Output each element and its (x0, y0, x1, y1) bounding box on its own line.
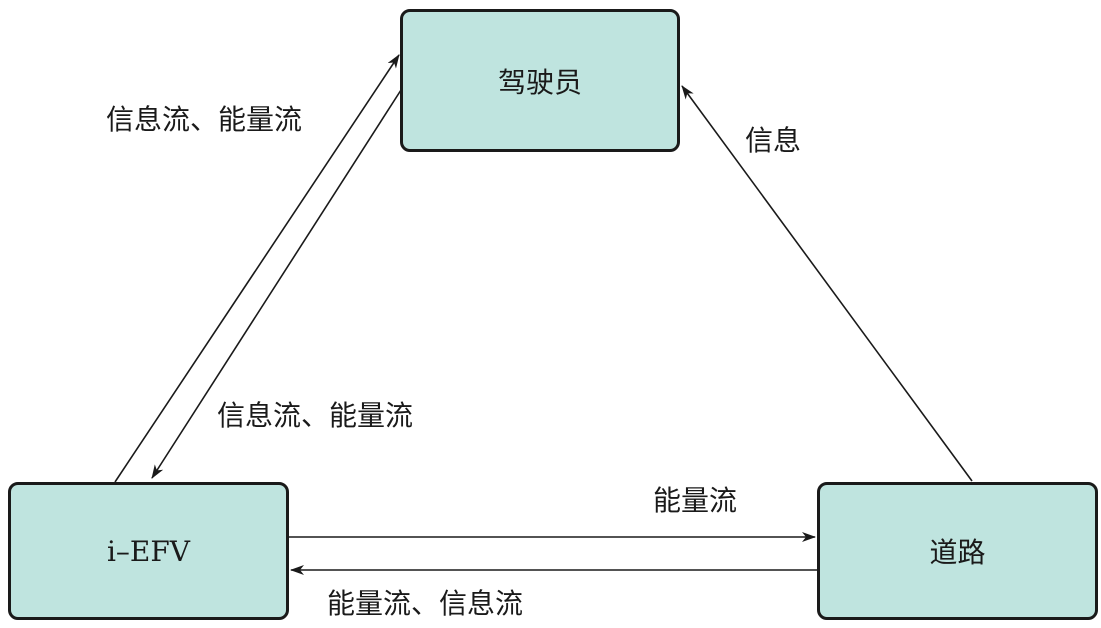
label-road-to-vehicle: 能量流、信息流 (327, 587, 524, 620)
label-vehicle-to-road: 能量流 (653, 484, 738, 517)
arrow-vehicle-to-driver (114, 54, 400, 483)
node-vehicle: i–EFV (8, 482, 289, 620)
node-road: 道路 (817, 482, 1098, 620)
arrow-driver-to-vehicle (151, 89, 402, 479)
label-driver-to-vehicle: 信息流、能量流 (217, 399, 414, 432)
label-road-to-driver: 信息 (745, 124, 802, 157)
node-driver: 驾驶员 (400, 9, 680, 152)
label-vehicle-to-driver: 信息流、能量流 (106, 103, 303, 136)
arrow-road-to-driver (681, 85, 973, 482)
